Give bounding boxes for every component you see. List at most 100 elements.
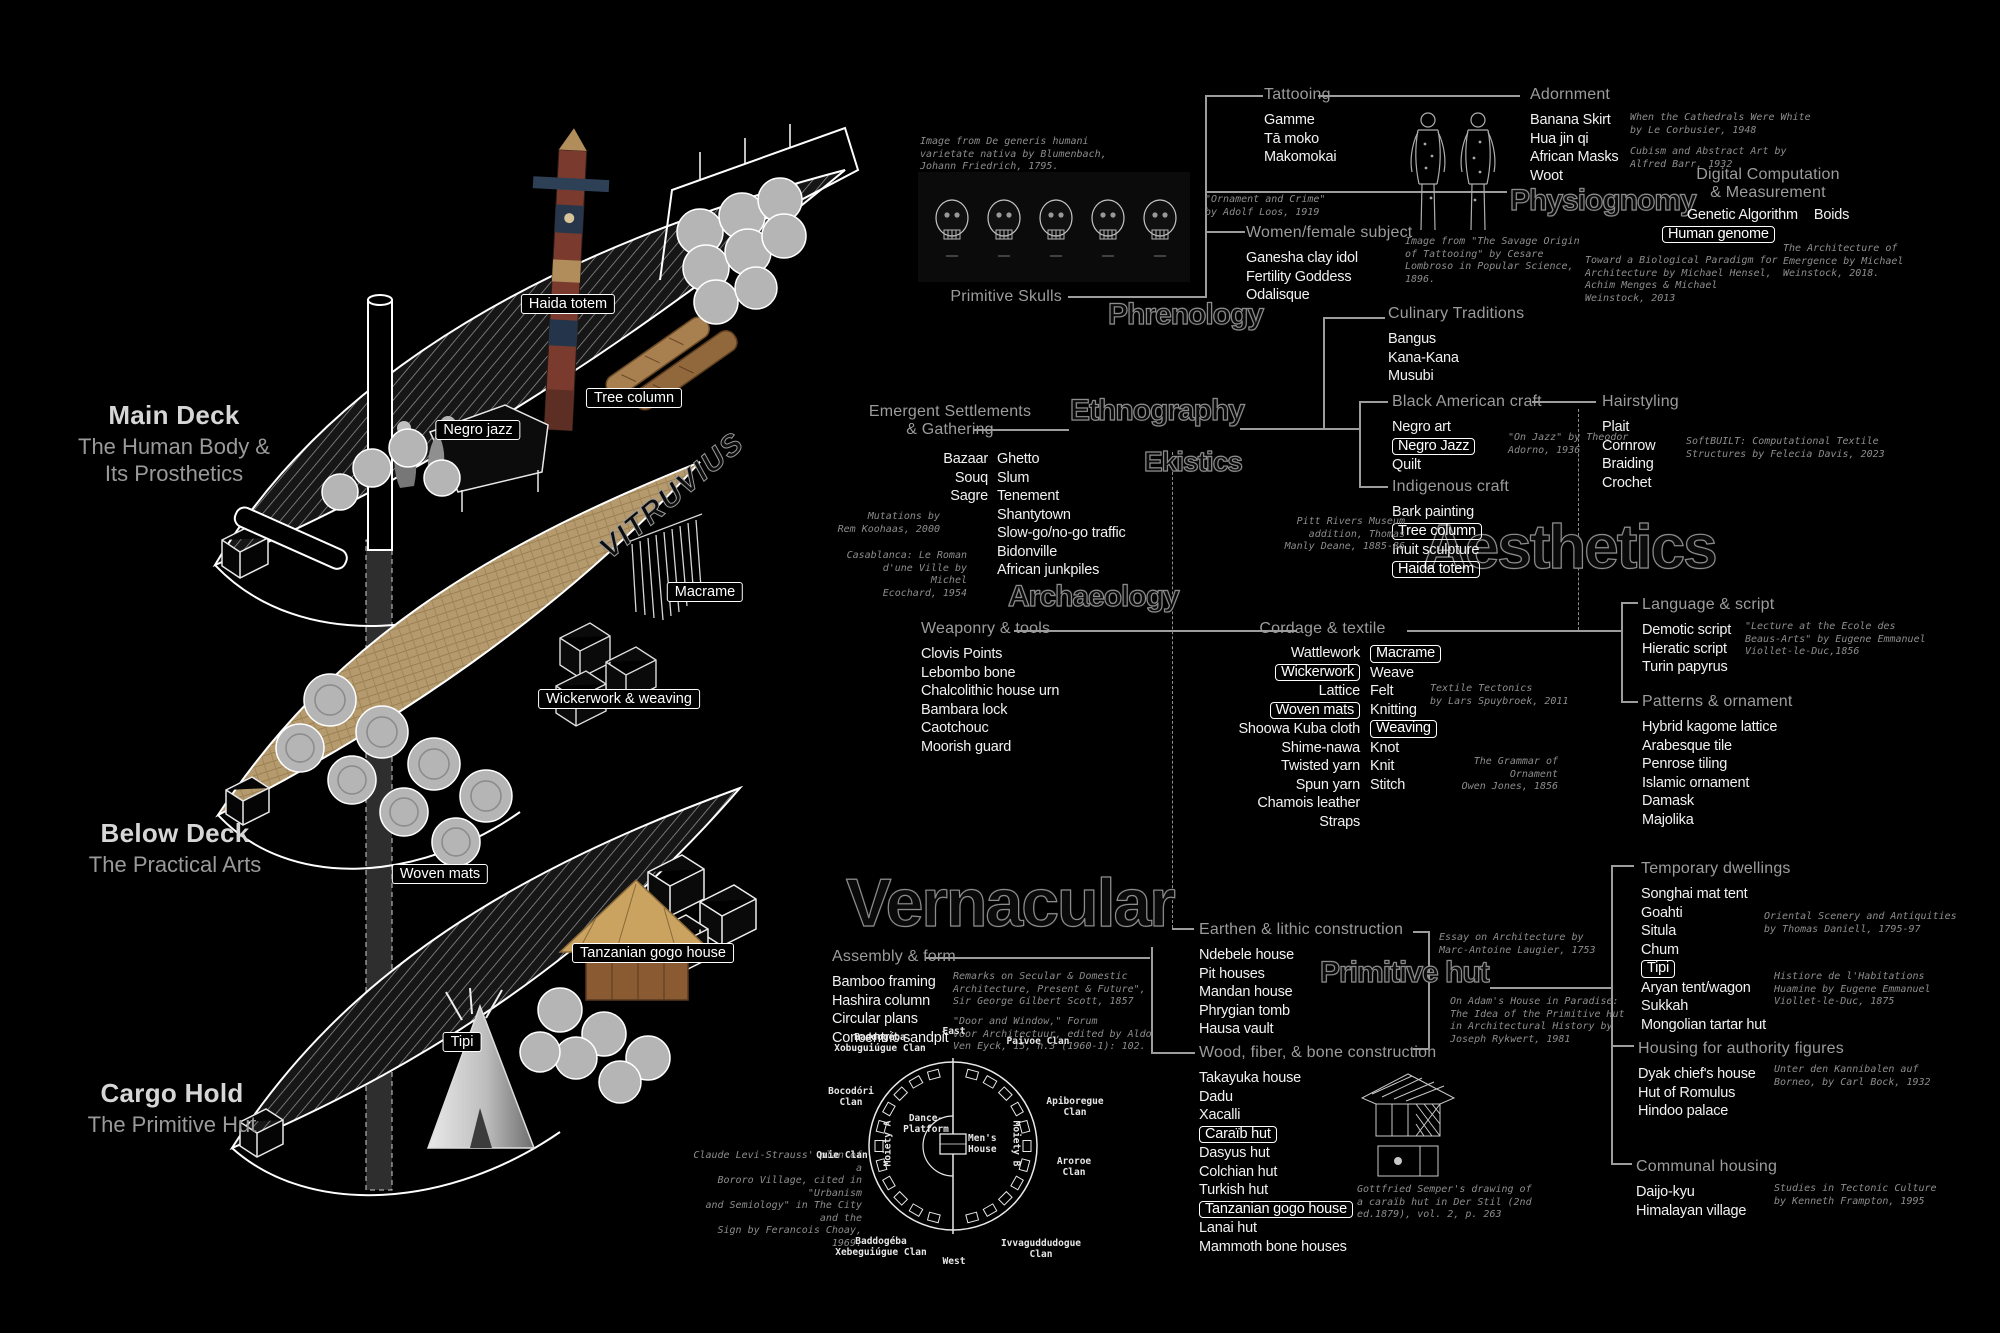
list-item: Stitch (1370, 776, 1406, 793)
list-item: Fertility Goddess (1246, 268, 1352, 285)
connector-line (1611, 865, 1634, 867)
list-item: Penrose tiling (1642, 756, 1728, 772)
caption-histoire-habitations: Histiore de l'Habitations Huamine by Eug… (1774, 971, 1931, 1007)
list-item: Shime-nawa (1281, 739, 1360, 756)
caption-textile-tectonics: Textile Tectonics by Lars Spuybroek, 201… (1430, 683, 1569, 707)
deck-barrels (321, 428, 461, 511)
list-item: Tree column (1392, 522, 1509, 542)
branch-earthen-lithic: Earthen & lithic construction Ndebele ho… (1199, 921, 1403, 1039)
list-item: Banana Skirt (1530, 112, 1611, 128)
branch-title: Patterns & ornament (1642, 693, 1793, 710)
caption-savage-origin: Image from "The Savage Origin of Tattooi… (1405, 236, 1580, 285)
branch-title: Wood, fiber, & bone construction (1199, 1044, 1437, 1061)
branch-title: Adornment (1530, 86, 1611, 103)
list-item: Knit (1370, 758, 1395, 774)
branch-title: Tattooing (1264, 86, 1331, 103)
list-item: Mandan house (1199, 984, 1293, 1000)
list-item: Bark painting (1392, 504, 1475, 520)
list-item: Chalcolithic house urn (921, 683, 1060, 699)
bororo-label-moiety-b: Moiety B (1010, 1120, 1022, 1167)
list-item: Wattlework (1290, 645, 1360, 661)
connector-line (1611, 1045, 1634, 1047)
caption-borneo: Unter den Kannibalen auf Borneo, by Carl… (1774, 1064, 1931, 1088)
list-item: Cornrow (1602, 437, 1656, 454)
list-item: Slow-go/no-go traffic (997, 525, 1126, 541)
list-item: Chum (1641, 941, 1679, 958)
branch-wood-fiber-bone: Wood, fiber, & bone construction Takayuk… (1199, 1044, 1436, 1256)
list-item: Negro Jazz (1392, 437, 1542, 457)
list-item: Woven mats (1180, 701, 1360, 721)
tag-wickerwork-weaving: Wickerwork & weaving (538, 689, 700, 709)
deck-subtitle: The Human Body & Its Prosthetics (78, 434, 270, 486)
list-item: Hieratic script (1642, 640, 1727, 657)
list-item: Goahti (1641, 904, 1683, 921)
list-item: Hua jin qi (1530, 130, 1589, 147)
branch-title: Digital Computation & Measurement (1696, 166, 1840, 201)
list-item: Gamme (1264, 112, 1315, 128)
connector-line (1323, 317, 1325, 429)
list-item: Plait (1602, 419, 1630, 435)
list-item: Caotchouc (921, 720, 989, 736)
list-item: Himalayan village (1636, 1202, 1747, 1219)
deck-title: Main Deck (108, 400, 240, 430)
branch-title: Women/female subject (1246, 224, 1413, 241)
connector-line (1359, 401, 1388, 403)
list-item: Wickerwork (1180, 663, 1360, 683)
list-item: Musubi (1388, 368, 1434, 384)
list-item: Lebombo bone (921, 664, 1016, 681)
caption-biological-paradigm: Toward a Biological Paradigm for Archite… (1585, 255, 1778, 304)
connector-line (1151, 1052, 1195, 1054)
connector-line (1205, 231, 1245, 233)
heading-ekistics: Ekistics (1143, 445, 1243, 477)
tag-tanzanian-gogo-house: Tanzanian gogo house (572, 943, 734, 963)
list-item: Hashira column (832, 992, 930, 1009)
list-item: Takayuka house (1199, 1070, 1301, 1086)
caption-oriental-scenery: Oriental Scenery and Antiquities by Thom… (1764, 911, 1957, 935)
tag-woven-mats: Woven mats (391, 864, 489, 884)
list-item: Mammoth bone houses (1199, 1238, 1347, 1255)
list-item: Bamboo framing (832, 974, 936, 990)
list-item: Arabesque tile (1642, 737, 1732, 754)
caption-adams-house: On Adam's House in Paradise: The Idea of… (1450, 996, 1625, 1045)
list-item: Bambara lock (921, 701, 1008, 718)
list-item: Shoowa Kuba cloth (1238, 721, 1360, 737)
connector-line (1413, 1048, 1429, 1050)
heading-archaeology: Archaeology (1007, 579, 1180, 613)
branch-title: Communal housing (1636, 1158, 1778, 1175)
branch-list: Human genome (1648, 225, 1888, 245)
deck-subtitle: The Practical Arts (88, 852, 262, 877)
list-item: Makomokai (1264, 149, 1337, 165)
list-item: Bazaar (943, 451, 988, 467)
branch-title: Language & script (1642, 596, 1775, 613)
bororo-label-xebeguiugue: Baddogéba Xebeguiúgue Clan (835, 1236, 927, 1258)
list-item: Pit houses (1199, 965, 1265, 982)
heading-physiognomy: Physiognomy (1509, 183, 1697, 217)
list-item: Tā moko (1264, 130, 1320, 147)
connector-line (1532, 401, 1596, 403)
caption-pitt-rivers: Pitt Rivers Museum addition, Thomas Manl… (1284, 516, 1405, 552)
heading-primitive-hut: Primitive hut (1319, 955, 1490, 989)
tipi-figure (426, 987, 536, 1149)
list-item: Islamic ornament (1642, 774, 1750, 791)
list-item: Straps (1319, 813, 1360, 830)
caption-mutations: Mutations by Rem Koohaas, 2000 (837, 511, 940, 535)
branch-title: Temporary dwellings (1641, 860, 1791, 877)
tag-haida-totem: Haida totem (520, 294, 616, 314)
hull-name-text: VITRUVIUS (593, 426, 751, 566)
connector-line (1151, 947, 1153, 1053)
caption-ornament-crime: "Ornament and Crime" by Adolf Loos, 1919 (1205, 194, 1326, 218)
list-item: Crochet (1602, 474, 1652, 491)
bororo-label-xobuguiugue: Baddogéba Xobuguiúgue Clan (834, 1032, 926, 1054)
